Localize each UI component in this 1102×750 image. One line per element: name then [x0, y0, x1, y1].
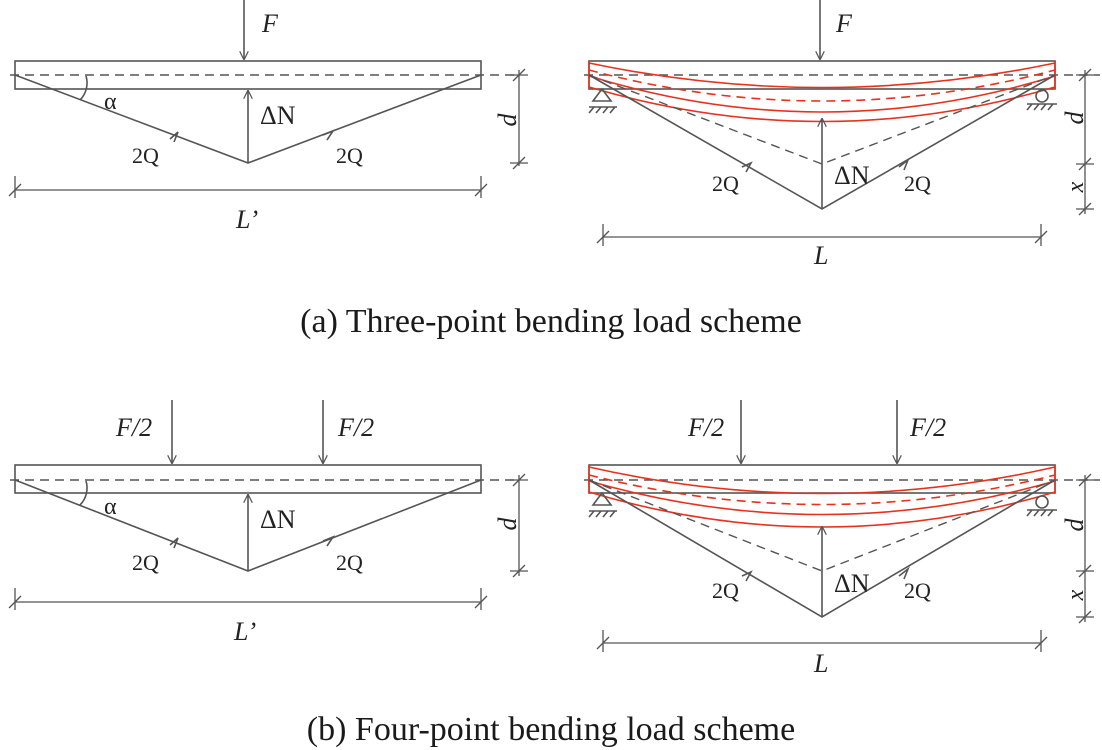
dim-slash: [1078, 473, 1092, 487]
load-right-label: F/2: [909, 413, 946, 442]
dim-slash: [1078, 564, 1092, 578]
initial-strut-lines: [588, 479, 1056, 572]
strut-arrowhead-right: [898, 566, 910, 580]
tie-force-label: ΔN: [260, 101, 296, 130]
angle-label: α: [104, 89, 117, 115]
beam: [14, 60, 482, 90]
ground-hatch-icon: [1026, 509, 1057, 517]
span-label: L: [813, 649, 828, 678]
dim-slash: [1078, 68, 1092, 82]
initial-strut-lines: [588, 74, 1056, 165]
strut-right-label: 2Q: [904, 171, 931, 196]
dim-slash: [1078, 157, 1092, 171]
dim-slash: [596, 230, 610, 244]
strut-right-label: 2Q: [904, 578, 931, 603]
strut-arrowhead-left: [741, 161, 753, 173]
panel-a-left-diagram: F α ΔN 2Q 2Q d L’: [8, 0, 528, 234]
ground-hatch-icon: [588, 106, 617, 114]
strut-left-label: 2Q: [712, 578, 739, 603]
rise-label: x: [1063, 589, 1089, 601]
beam: [14, 464, 482, 494]
depth-label: d: [1060, 518, 1089, 532]
strut-arrowhead-left: [741, 570, 753, 582]
deformed-top-curve: [588, 62, 1056, 89]
strut-arrowhead-left: [169, 131, 179, 143]
deformed-bottom-curve: [588, 86, 1056, 123]
load-label: F: [261, 9, 279, 38]
dim-slash: [1034, 636, 1048, 650]
strut-arrowhead-right: [898, 157, 910, 171]
dim-slash: [8, 183, 22, 197]
tie-force-label: ΔN: [834, 569, 870, 598]
deformed-neutral-axis: [588, 69, 1056, 102]
strut-left-label: 2Q: [132, 143, 159, 168]
dim-slash: [512, 68, 526, 82]
strut-right-label: 2Q: [336, 143, 363, 168]
span-label: L’: [233, 617, 256, 646]
span-label: L’: [235, 205, 258, 234]
caption-b: (b) Four-point bending load scheme: [307, 711, 795, 748]
roller-support-icon: [1035, 89, 1049, 103]
angle-arc: [79, 75, 88, 101]
strut-right-label: 2Q: [336, 550, 363, 575]
deformed-neutral-axis: [588, 474, 1056, 506]
load-label: F: [835, 9, 853, 38]
strut-arrowhead-right: [322, 535, 336, 547]
deformed-mid-curve: [588, 75, 1056, 113]
panel-b-right-diagram: F/2 F/2 ΔN 2Q 2Q d x L: [584, 400, 1100, 678]
roller-support-icon: [1035, 495, 1049, 509]
strut-arrowhead-left: [169, 537, 179, 549]
dim-slash: [512, 473, 526, 487]
angle-arc: [79, 480, 88, 506]
pin-support-icon: [591, 491, 613, 506]
depth-label: d: [493, 517, 522, 531]
dim-slash: [8, 595, 22, 609]
dim-slash: [474, 595, 488, 609]
dim-slash: [1078, 202, 1092, 216]
load-right-label: F/2: [337, 413, 374, 442]
dim-slash: [512, 156, 526, 170]
angle-label: α: [104, 494, 117, 520]
dim-slash: [1078, 610, 1092, 624]
caption-a: (a) Three-point bending load scheme: [300, 303, 802, 340]
dim-slash: [596, 636, 610, 650]
panel-b-left-diagram: F/2 F/2 α ΔN 2Q 2Q d L’: [8, 400, 528, 646]
beam: [588, 464, 1056, 494]
load-left-label: F/2: [687, 413, 724, 442]
load-left-label: F/2: [115, 413, 152, 442]
strut-left-label: 2Q: [712, 171, 739, 196]
rise-label: x: [1063, 181, 1089, 193]
depth-label: d: [1060, 111, 1089, 125]
dim-slash: [1034, 230, 1048, 244]
tie-force-label: ΔN: [834, 161, 870, 190]
tie-force-label: ΔN: [260, 505, 296, 534]
deformed-mid-curve: [588, 480, 1056, 516]
dim-slash: [474, 183, 488, 197]
ground-hatch-icon: [588, 510, 617, 518]
strut-arrowhead-right: [322, 129, 336, 141]
deformed-top-curve: [588, 466, 1056, 495]
ground-hatch-icon: [1026, 103, 1057, 111]
deformed-beam-ends: [588, 465, 1056, 493]
span-label: L: [813, 241, 828, 270]
dim-slash: [512, 564, 526, 578]
panel-a-right-diagram: F ΔN 2Q 2Q d x L: [584, 0, 1100, 270]
pin-support-icon: [591, 87, 613, 102]
depth-label: d: [493, 113, 522, 127]
strut-left-label: 2Q: [132, 550, 159, 575]
